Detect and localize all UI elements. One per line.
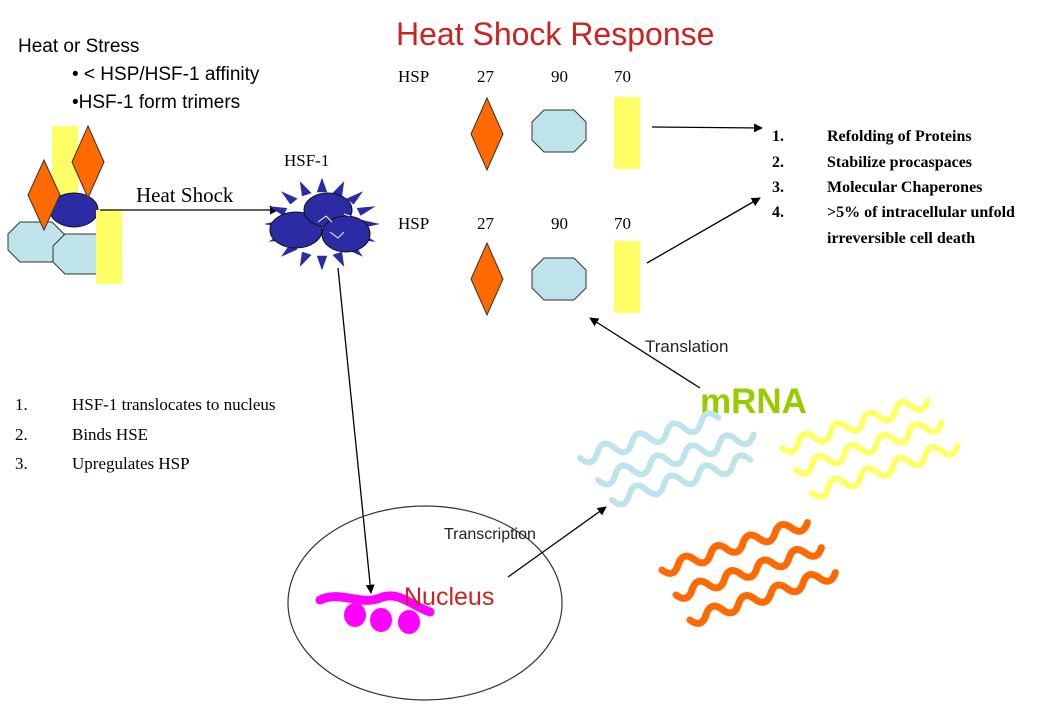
stress-heading: Heat or Stress: [18, 36, 139, 57]
outcomes-list: 1. Refolding of Proteins 2. Stabilize pr…: [772, 128, 1015, 247]
hsp70-bar: [614, 97, 640, 169]
transcription-arrow: [507, 506, 607, 578]
mrna-strand: [686, 569, 839, 627]
hsp-hsf1-complex: [7, 124, 122, 284]
mrna-strands-orange: [658, 519, 839, 627]
mrna-strands-blue: [577, 410, 757, 508]
trimer-spike: [299, 251, 312, 267]
outcome-text: >5% of intracellular unfold: [827, 204, 1015, 221]
step-text: Upregulates HSP: [72, 454, 190, 473]
outcome-arrow-bottom: [646, 197, 761, 264]
hsf1-trimer: [264, 177, 380, 271]
diagram-title: Heat Shock Response: [396, 16, 714, 52]
mrna-strand: [793, 419, 945, 477]
hsp-row-bottom: HSP 27 90 70: [398, 214, 640, 317]
translation-arrow: [589, 317, 701, 389]
stress-bullet-1: • < HSP/HSF-1 affinity: [72, 64, 260, 85]
hsp27-number: 27: [477, 67, 495, 86]
hsp70-number: 70: [614, 214, 631, 233]
trimer-spike: [316, 177, 328, 193]
outcome-text: Refolding of Proteins: [827, 128, 972, 145]
mrna-strands-yellow: [779, 397, 961, 500]
hsf1-label: HSF-1: [284, 151, 329, 170]
trimer-spike: [356, 206, 376, 216]
outcome-number: 1.: [772, 128, 784, 145]
hsp-row-label: HSP: [398, 214, 429, 233]
heat-shock-label: Heat Shock: [136, 183, 234, 207]
step-number: 1.: [15, 395, 28, 414]
hsf1-monomer: [321, 215, 371, 253]
hsp27-number: 27: [477, 214, 495, 233]
step-text: HSF-1 translocates to nucleus: [72, 395, 276, 414]
outcome-number: 3.: [772, 179, 784, 196]
trimer-spike: [346, 191, 363, 205]
mrna-strand: [595, 431, 757, 488]
outcome-number: 2.: [772, 154, 784, 171]
step-number: 3.: [15, 454, 28, 473]
steps-list: 1. HSF-1 translocates to nucleus 2. Bind…: [15, 395, 276, 473]
hsp90-octagon: [531, 109, 587, 153]
mrna-strand: [658, 519, 811, 577]
outcome-text: Stabilize procaspaces: [827, 154, 972, 171]
outcome-number: 4.: [772, 204, 784, 221]
hsp-row-label: HSP: [398, 67, 429, 86]
nucleus-label: Nucleus: [404, 583, 494, 611]
hsp-row-top: HSP 27 90 70: [398, 67, 640, 172]
hsp90-number: 90: [551, 214, 568, 233]
mrna-strand: [609, 452, 754, 508]
trimer-spike: [316, 255, 328, 271]
transcription-label: Transcription: [444, 526, 536, 543]
hsp27-diamond: [71, 124, 105, 200]
hsp90-octagon: [531, 257, 587, 301]
hsp90-octagon: [7, 221, 65, 263]
mrna-strand: [577, 410, 722, 466]
hsp90-number: 90: [551, 67, 568, 86]
trimer-spike: [299, 181, 312, 197]
dna-hse: [315, 591, 435, 634]
hsp70-bar: [614, 241, 640, 313]
mrna-strand: [779, 397, 931, 455]
hsp27-diamond: [470, 96, 504, 172]
outcome-continuation: irreversible cell death: [827, 230, 975, 247]
nucleus-membrane: [287, 505, 563, 701]
trimer-spike: [332, 251, 345, 267]
hsp27-diamond: [470, 241, 504, 317]
outcome-arrow-top: [651, 123, 763, 133]
hsp27-diamond: [27, 158, 61, 232]
trimer-spike: [268, 206, 288, 216]
mrna-strand: [672, 544, 825, 602]
stress-bullet-2: •HSF-1 form trimers: [72, 92, 240, 113]
outcome-text: Molecular Chaperones: [827, 179, 982, 196]
hsp70-number: 70: [614, 67, 631, 86]
translocation-arrow: [337, 267, 375, 594]
step-number: 2.: [15, 425, 28, 444]
step-text: Binds HSE: [72, 425, 148, 444]
translation-label: Translation: [645, 337, 728, 356]
trimer-spike: [281, 191, 298, 205]
mrna-strand: [809, 442, 961, 500]
trimer-spike: [332, 181, 345, 197]
hsp70-bar: [96, 210, 122, 284]
